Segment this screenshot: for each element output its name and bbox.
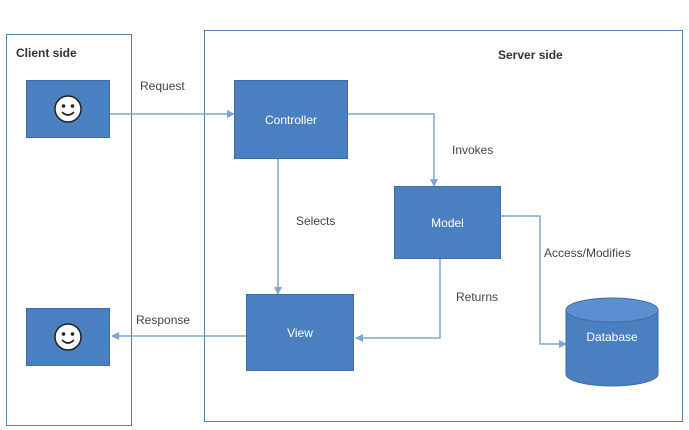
client-user-response-box — [26, 308, 110, 366]
returns-label: Returns — [456, 290, 499, 304]
response-label: Response — [136, 313, 191, 327]
client-side-panel — [6, 34, 132, 426]
server-side-title: Server side — [498, 48, 563, 62]
invokes-label: Invokes — [452, 143, 494, 157]
controller-box: Controller — [234, 80, 348, 159]
client-side-title: Client side — [16, 46, 77, 60]
view-box: View — [246, 294, 354, 371]
smiley-face-icon — [54, 95, 82, 123]
request-label: Request — [140, 79, 185, 93]
access-modifies-label: Access/Modifies — [544, 246, 631, 260]
database-label: Database — [586, 330, 638, 344]
client-user-request-box — [26, 80, 110, 138]
model-box: Model — [394, 186, 501, 259]
server-side-panel — [204, 30, 683, 422]
smiley-face-icon — [54, 323, 82, 351]
selects-label: Selects — [296, 214, 336, 228]
